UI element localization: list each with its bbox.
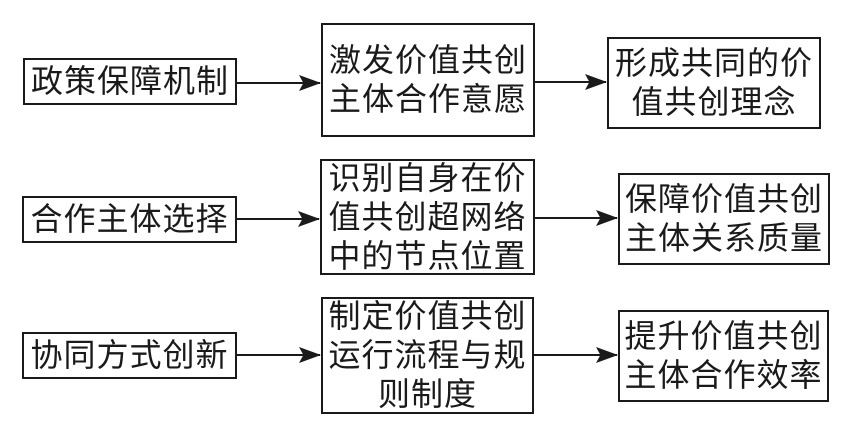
box-stimulate-cooperation-willingness: 激发价值共创 主体合作意愿 — [321, 23, 535, 137]
box-text-line: 合作主体选择 — [30, 201, 229, 237]
box-text-line: 主体关系质量 — [624, 220, 823, 256]
box-text-line: 形成共同的价 — [614, 45, 813, 81]
box-text-line: 政策保障机制 — [30, 63, 229, 99]
box-form-shared-cocreation-concept: 形成共同的价 值共创理念 — [607, 37, 821, 129]
box-policy-guarantee-mechanism: 政策保障机制 — [23, 58, 237, 105]
box-text-line: 中的节点位置 — [328, 237, 527, 274]
box-text-line: 识别自身在价 — [328, 159, 527, 196]
box-identify-node-position: 识别自身在价 值共创超网络 中的节点位置 — [320, 159, 535, 275]
box-text-line: 激发价值共创 — [328, 42, 527, 78]
box-text-line: 主体合作意愿 — [328, 81, 527, 117]
box-guarantee-relationship-quality: 保障价值共创 主体关系质量 — [618, 173, 830, 265]
box-formulate-process-and-rules: 制定价值共创 运行流程与规 则制度 — [321, 297, 534, 414]
box-text-line: 主体合作效率 — [624, 357, 823, 393]
box-text-line: 值共创超网络 — [328, 198, 527, 235]
box-text-line: 制定价值共创 — [328, 298, 527, 334]
box-text-line: 保障价值共创 — [624, 181, 823, 217]
box-text-line: 则制度 — [377, 376, 477, 412]
box-improve-cooperation-efficiency: 提升价值共创 主体合作效率 — [618, 310, 829, 402]
box-text-line: 提升价值共创 — [624, 318, 823, 354]
box-text-line: 值共创理念 — [631, 84, 797, 120]
box-collaboration-mode-innovation: 协同方式创新 — [22, 332, 237, 379]
box-cooperation-subject-selection: 合作主体选择 — [22, 196, 237, 243]
box-text-line: 运行流程与规 — [328, 337, 527, 373]
box-text-line: 协同方式创新 — [30, 337, 229, 373]
